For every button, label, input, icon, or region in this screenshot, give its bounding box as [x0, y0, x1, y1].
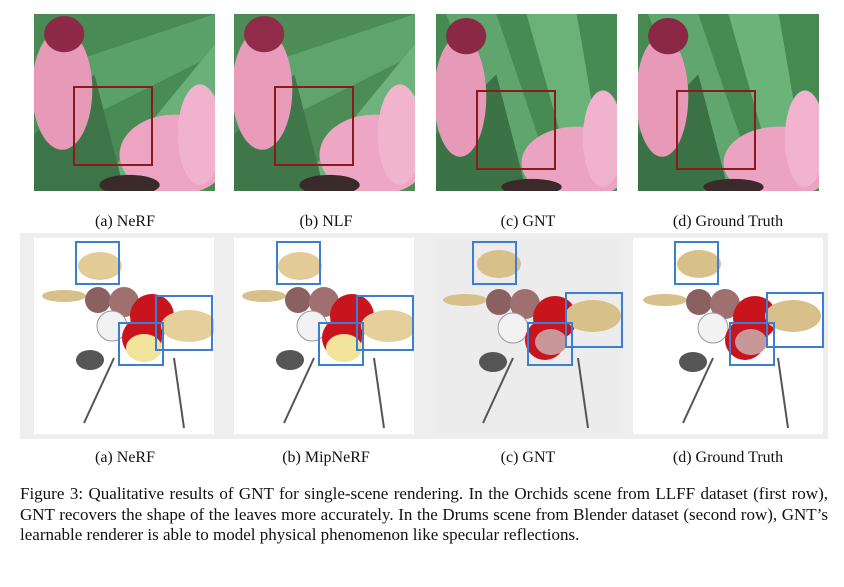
orchids-gnt-highlight-box — [476, 90, 556, 170]
drums-ground-truth-highlight-box-right — [766, 292, 824, 348]
orchids-gnt-image — [436, 14, 617, 191]
drums-nerf-highlight-box-top — [75, 241, 120, 285]
drums-ground-truth-highlight-box-bottom — [729, 322, 775, 366]
drums-mipnerf-image — [234, 238, 414, 434]
row1-caption-c: (c) GNT — [500, 213, 556, 230]
row2-caption-d: (d) Ground Truth — [672, 449, 784, 466]
row2-caption-b: (b) MipNeRF — [282, 449, 370, 466]
orchids-nlf-highlight-box — [274, 86, 354, 166]
orchids-nlf-image — [234, 14, 415, 191]
row2-caption-c: (c) GNT — [500, 449, 556, 466]
drums-gnt-highlight-box-top — [472, 241, 517, 285]
drums-gnt-highlight-box-right — [565, 292, 623, 348]
row1-caption-b: (b) NLF — [299, 213, 353, 230]
drums-gnt-highlight-box-bottom — [527, 322, 573, 366]
drums-ground-truth-highlight-box-top — [674, 241, 719, 285]
orchids-nerf-image — [34, 14, 215, 191]
orchids-ground-truth-highlight-box — [676, 90, 756, 170]
drums-mipnerf-highlight-box-bottom — [318, 322, 364, 366]
row1-caption-a: (a) NeRF — [95, 213, 155, 230]
orchids-nerf-highlight-box — [73, 86, 153, 166]
row1-caption-d: (d) Ground Truth — [672, 213, 784, 230]
drums-nerf-highlight-box-bottom — [118, 322, 164, 366]
orchids-ground-truth-image — [638, 14, 819, 191]
drums-mipnerf-highlight-box-top — [276, 241, 321, 285]
row2-caption-a: (a) NeRF — [95, 449, 155, 466]
figure-caption: Figure 3: Qualitative results of GNT for… — [20, 484, 828, 544]
drums-mipnerf-highlight-box-right — [356, 295, 414, 351]
drums-nerf-image — [34, 238, 214, 434]
